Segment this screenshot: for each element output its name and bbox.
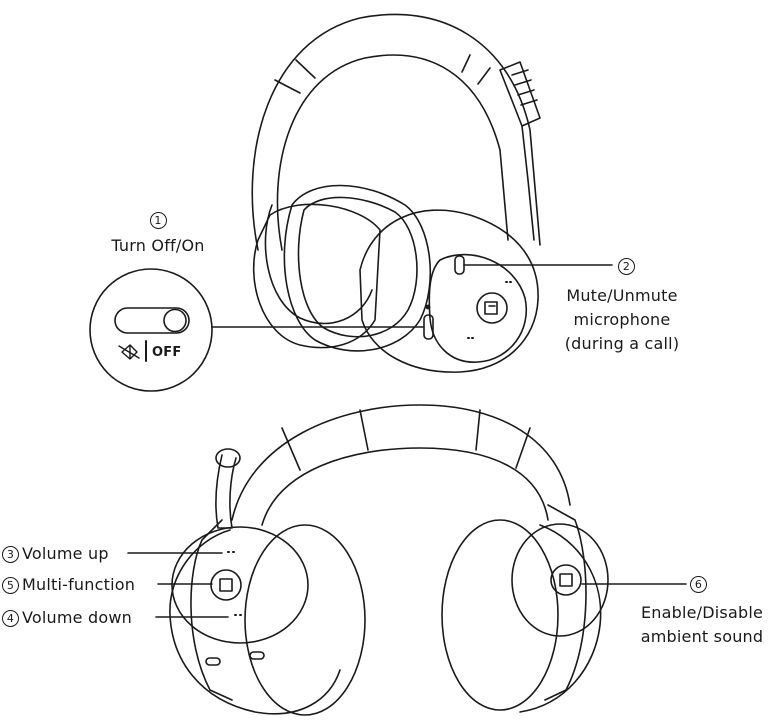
headband-top bbox=[251, 13, 541, 251]
back-earcup bbox=[252, 203, 381, 349]
left-button-dots bbox=[227, 551, 242, 616]
callout-2-line-3: (during a call) bbox=[564, 334, 680, 353]
callout-6-line-2: ambient sound bbox=[640, 627, 764, 646]
callout-2-number: 2 bbox=[618, 258, 635, 275]
left-earcup-side bbox=[190, 519, 233, 701]
bluetooth-icon bbox=[118, 344, 140, 360]
left-logo-ring bbox=[210, 569, 242, 601]
front-earcup-cushion-inner bbox=[297, 196, 418, 338]
front-earcup-shell bbox=[359, 209, 539, 373]
callout-1-number: 1 bbox=[149, 212, 167, 229]
boom-mic-grille bbox=[511, 69, 538, 106]
boom-mic-arm bbox=[499, 61, 541, 127]
headset-side-view bbox=[251, 13, 541, 373]
earcup-logo-glyph bbox=[484, 301, 498, 315]
callout-5-label: Multi-function bbox=[22, 575, 136, 594]
headband-inner bbox=[276, 54, 509, 251]
callout-3-number: 3 bbox=[2, 546, 19, 563]
switch-led bbox=[425, 304, 431, 310]
mute-button bbox=[454, 255, 465, 275]
right-earcup-cushion bbox=[441, 519, 559, 711]
right-logo-ring bbox=[550, 564, 582, 596]
left-cup-switch bbox=[205, 657, 221, 666]
inset-switch-knob bbox=[163, 308, 187, 333]
inset-circle bbox=[89, 268, 213, 392]
inset-switch-track bbox=[114, 307, 190, 334]
headband-segments-2 bbox=[281, 409, 531, 471]
headband-outer bbox=[231, 404, 571, 521]
right-earcup-body bbox=[519, 524, 602, 713]
switch-inset bbox=[89, 268, 213, 392]
left-earcup-cushion bbox=[244, 524, 366, 716]
callout-6: 6 bbox=[690, 574, 707, 593]
right-logo-glyph bbox=[559, 573, 573, 587]
left-logo-glyph bbox=[219, 578, 233, 592]
boom-stem bbox=[521, 125, 535, 241]
headband-inner-2 bbox=[261, 447, 549, 526]
callout-6-number: 6 bbox=[690, 576, 707, 593]
callout-1: 1 bbox=[98, 210, 218, 229]
callout-6-line-1: Enable/Disable bbox=[640, 603, 764, 622]
callout-3-label: Volume up bbox=[22, 544, 109, 563]
earcup-logo-ring bbox=[476, 292, 508, 324]
right-earcup-side bbox=[544, 504, 587, 701]
callout-1-label: Turn Off/On bbox=[111, 236, 205, 255]
right-earcup-face bbox=[511, 523, 609, 637]
headset-front-view bbox=[169, 404, 609, 716]
callout-2-line-2: microphone bbox=[573, 310, 671, 329]
left-earcup-body bbox=[169, 529, 341, 715]
callout-2: 2 bbox=[618, 256, 635, 275]
callout-2-line-1: Mute/Unmute bbox=[566, 286, 678, 305]
mic-tip bbox=[215, 448, 241, 468]
callout-4-number: 4 bbox=[2, 610, 19, 627]
earcup-dots bbox=[467, 281, 512, 339]
back-earcup-cushion bbox=[264, 204, 373, 325]
inset-off-label: OFF bbox=[152, 345, 182, 360]
left-earcup-face bbox=[171, 526, 309, 644]
callout-5-number: 5 bbox=[2, 577, 19, 594]
left-cup-port bbox=[249, 651, 265, 660]
headband-segment-lines bbox=[274, 54, 491, 94]
callout-4-label: Volume down bbox=[22, 608, 132, 627]
front-earcup-cushion bbox=[283, 184, 432, 352]
